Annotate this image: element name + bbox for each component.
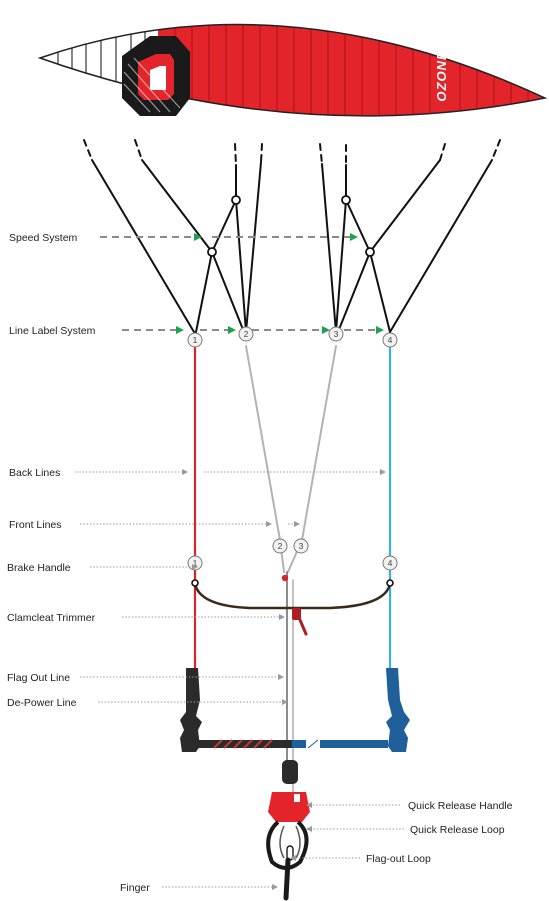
line-tag-3-bottom: 3: [299, 541, 304, 551]
flying-lines: [193, 344, 392, 801]
label-leader-arrowheads: [182, 469, 386, 890]
ozone-logo-mark: [122, 36, 190, 116]
quick-release-handle: [268, 792, 310, 822]
brand-logo-text: OZONE: [434, 50, 449, 101]
chicken-loop-assembly: [266, 760, 310, 901]
kite-canopy: OZONE: [37, 23, 548, 117]
line-tag-1-top: 1: [193, 335, 198, 345]
line-number-tags: 1 2 3 4 1 2 3 4: [187, 326, 398, 571]
front-line-right: [287, 345, 337, 573]
line-tag-4-top: 4: [388, 335, 393, 345]
label-finger: Finger: [120, 882, 150, 894]
label-quick-release-handle: Quick Release Handle: [408, 800, 513, 812]
line-tag-2-top: 2: [244, 329, 249, 339]
label-flag-out-loop: Flag-out Loop: [366, 853, 431, 865]
label-brake-handle: Brake Handle: [7, 562, 71, 574]
brake-handle: [191, 579, 394, 610]
label-quick-release-loop: Quick Release Loop: [410, 824, 505, 836]
labels: Speed System Line Label System Back Line…: [7, 232, 513, 894]
line-tag-3-top: 3: [334, 329, 339, 339]
label-front-lines: Front Lines: [9, 519, 62, 531]
line-tag-2-bottom: 2: [278, 541, 283, 551]
front-line-left: [245, 345, 285, 573]
label-line-label-system: Line Label System: [9, 325, 96, 337]
control-bar: [180, 668, 410, 752]
bridle-lines: [83, 139, 501, 333]
label-de-power-line: De-Power Line: [7, 697, 77, 709]
label-back-lines: Back Lines: [9, 467, 60, 479]
label-flag-out-line: Flag Out Line: [7, 672, 70, 684]
line-tag-4-bottom: 4: [388, 558, 393, 568]
line-tag-1-bottom: 1: [193, 558, 198, 568]
label-clamcleat-trimmer: Clamcleat Trimmer: [7, 612, 96, 624]
bridle-pulleys: [207, 195, 375, 257]
clamcleat-trimmer: [281, 574, 308, 636]
label-speed-system: Speed System: [9, 232, 78, 244]
finger: [283, 857, 291, 901]
label-leaders: [76, 471, 404, 888]
